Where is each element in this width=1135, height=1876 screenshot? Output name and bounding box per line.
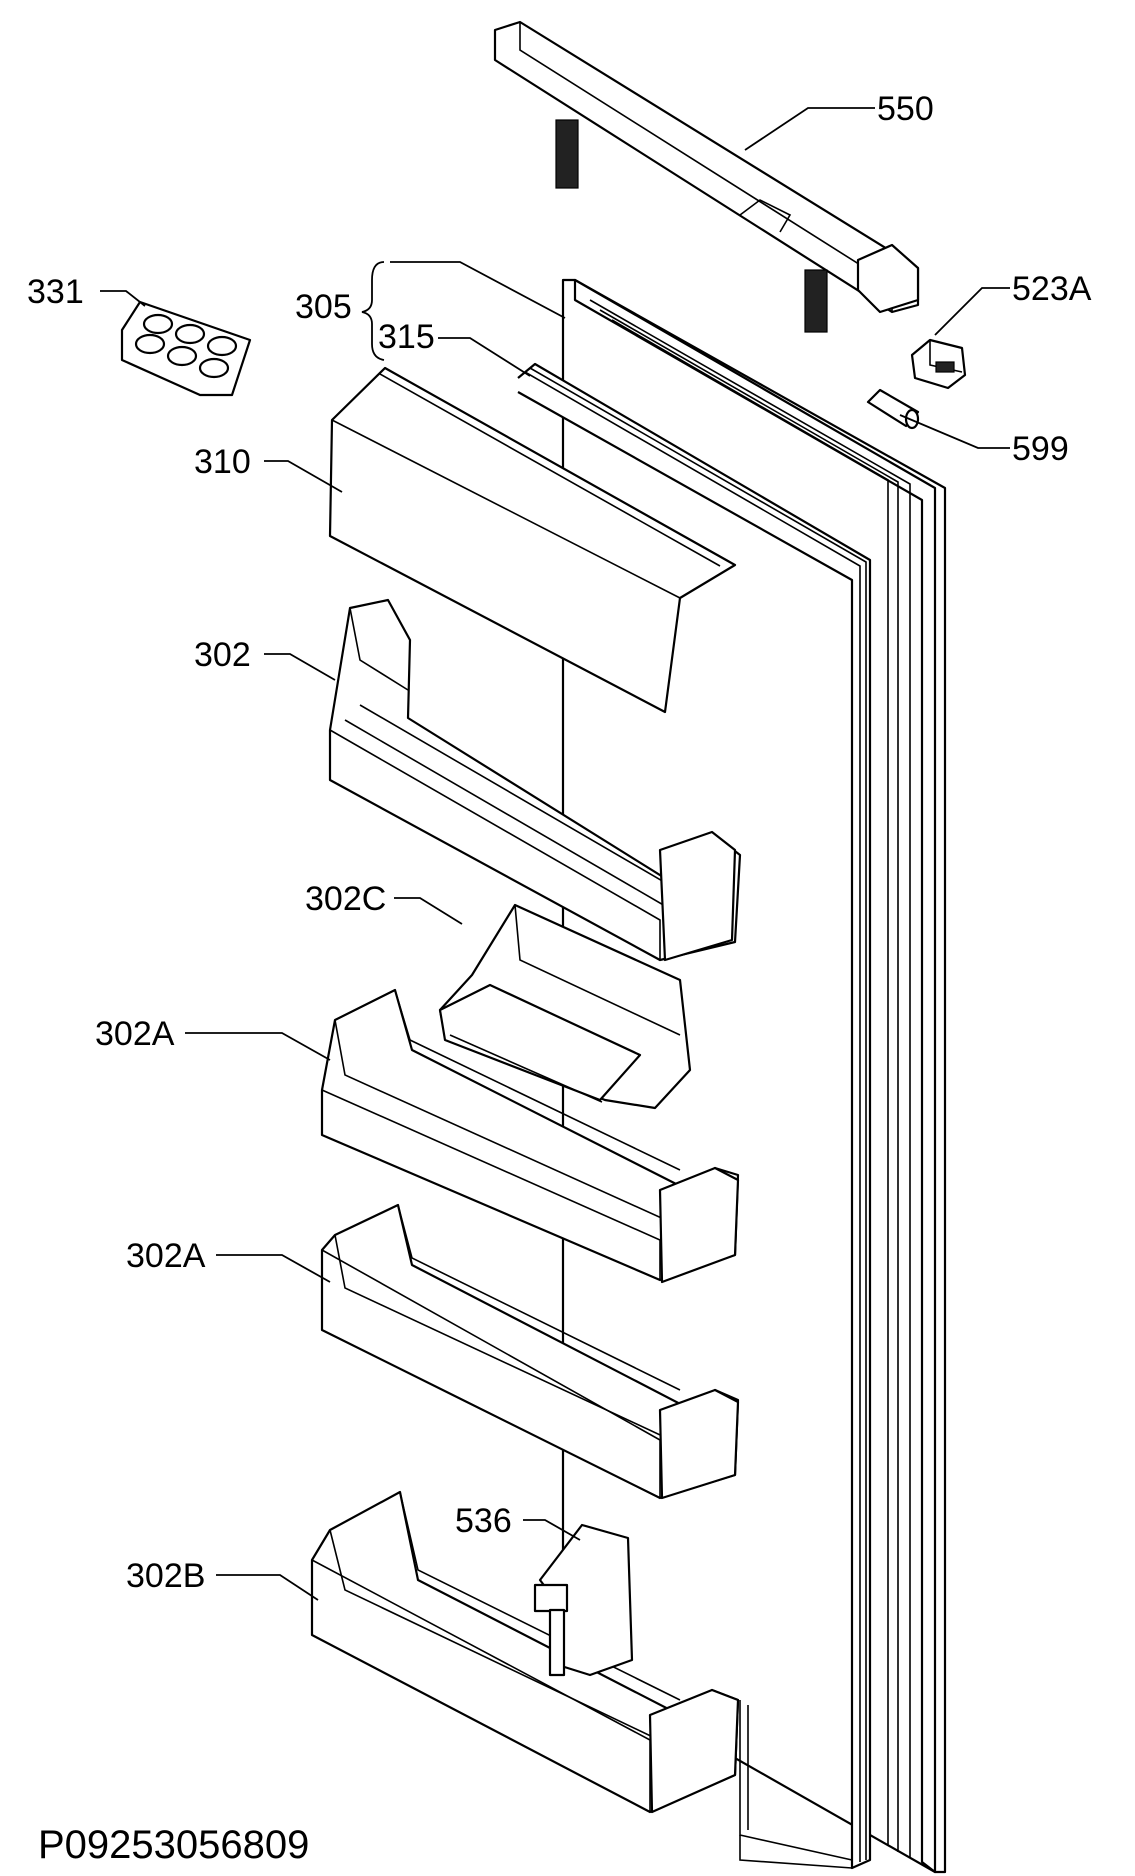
part-labels: 550 523A 599 331 305 315 310 302 302C 30… xyxy=(27,90,1092,1595)
label-310: 310 xyxy=(194,443,251,481)
label-302a-lower: 302A xyxy=(126,1237,206,1275)
label-331: 331 xyxy=(27,273,84,311)
door-gasket-315 xyxy=(517,362,872,1870)
label-599: 599 xyxy=(1012,430,1069,468)
dairy-flap-310 xyxy=(328,366,737,714)
bottle-clip-536 xyxy=(533,1523,634,1677)
label-302b: 302B xyxy=(126,1557,205,1595)
label-536: 536 xyxy=(455,1502,512,1540)
hinge-pin-599 xyxy=(866,388,920,430)
label-315: 315 xyxy=(378,318,435,356)
label-302c: 302C xyxy=(305,880,386,918)
label-302: 302 xyxy=(194,636,251,674)
leader-lines xyxy=(100,107,1010,1601)
door-shelf-302 xyxy=(328,598,742,962)
hinge-cover-550 xyxy=(493,20,920,333)
label-305: 305 xyxy=(295,288,352,326)
door-shelf-302a-lower xyxy=(320,1203,740,1500)
label-550: 550 xyxy=(877,90,934,128)
label-523a: 523A xyxy=(1012,270,1092,308)
label-302a-upper: 302A xyxy=(95,1015,175,1053)
egg-tray-331 xyxy=(120,300,252,397)
door-shelf-302a-upper xyxy=(320,988,740,1284)
hinge-part-523a xyxy=(910,338,967,390)
small-box-302c xyxy=(438,903,692,1110)
drawing-code: P09253056809 xyxy=(38,1823,309,1867)
